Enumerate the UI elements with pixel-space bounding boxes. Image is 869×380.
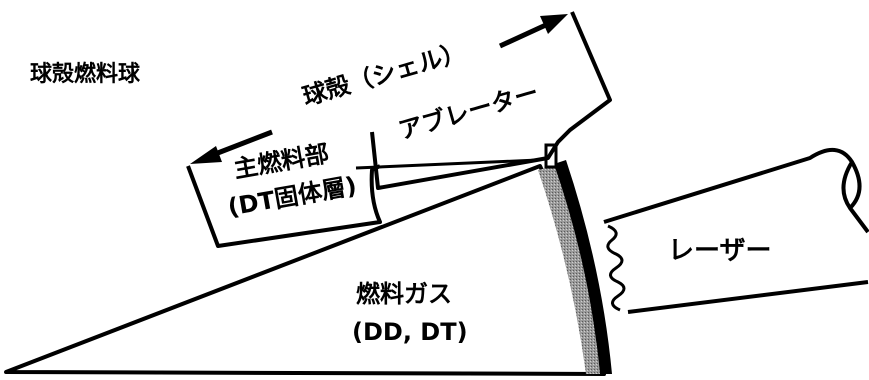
ablator-callout [370,11,612,190]
laser-label: レーザー [668,236,772,266]
shell-arrow-shaft [498,21,550,49]
main-fuel-shell-layer [538,166,600,374]
shell-arrow-head [540,14,568,34]
laser-wavefront [606,224,626,312]
main-fuel-callout [186,164,382,248]
main-fuel-arrow-head [190,146,222,164]
ablator-shell-layer [554,160,612,374]
main-fuel-arrow-shaft [209,129,273,159]
diagram-title: 球殻燃料球 [30,62,141,87]
laser-beam [603,148,869,314]
main-fuel-callout-leader [355,158,539,170]
fuel-gas-label: 燃料ガス [356,280,452,308]
fuel-gas-sublabel: (DD, DT) [352,318,468,346]
